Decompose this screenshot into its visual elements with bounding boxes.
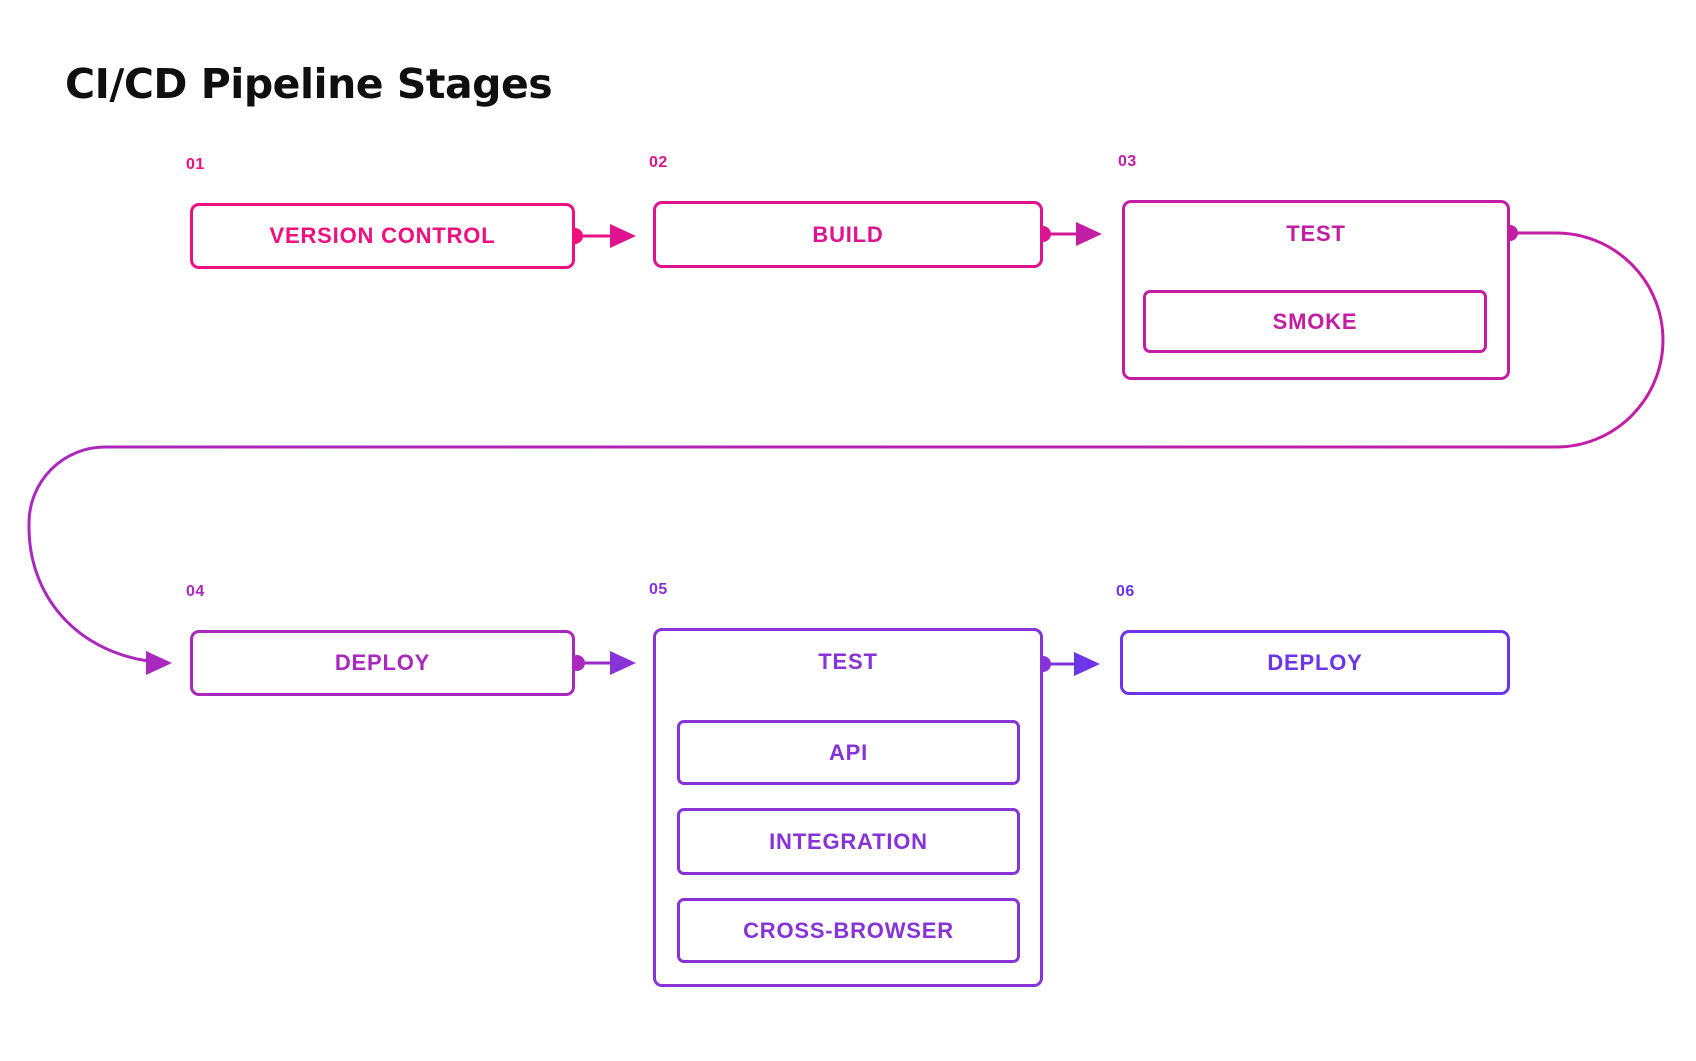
- stage-label: TEST: [818, 649, 878, 674]
- connector-04-05: [569, 651, 636, 675]
- stage-number: 06: [1116, 583, 1135, 600]
- stage-box-test-2: TEST API INTEGRATION CROSS-BROWSER: [653, 628, 1043, 987]
- stage-header: TEST: [656, 631, 1040, 693]
- stage-group-04: 04 DEPLOY: [186, 583, 575, 696]
- stage-number: 02: [649, 154, 668, 171]
- stage-label: DEPLOY: [1267, 649, 1363, 675]
- child-box-integration: INTEGRATION: [677, 808, 1020, 875]
- child-box-api: API: [677, 720, 1020, 785]
- stage-box-test-1: TEST SMOKE: [1122, 200, 1510, 380]
- stage-group-01: 01 VERSION CONTROL: [186, 156, 575, 269]
- stage-label: TEST: [1286, 221, 1346, 246]
- child-box-smoke: SMOKE: [1143, 290, 1487, 353]
- connector-01-02: [567, 224, 636, 248]
- connector-05-06: [1035, 652, 1100, 676]
- stage-number: 01: [186, 156, 205, 173]
- arrowhead-icon: [146, 651, 172, 675]
- arrowhead-icon: [1074, 652, 1100, 676]
- child-box-cross-browser: CROSS-BROWSER: [677, 898, 1020, 963]
- stage-label: DEPLOY: [334, 650, 431, 675]
- stage-box-deploy-1: DEPLOY: [190, 630, 575, 696]
- stage-group-03: 03 TEST SMOKE: [1118, 153, 1510, 380]
- stage-number: 04: [186, 583, 205, 600]
- stage-label: VERSION CONTROL: [269, 223, 496, 248]
- arrowhead-icon: [1076, 222, 1102, 246]
- stage-group-06: 06 DEPLOY: [1116, 583, 1510, 695]
- stage-group-05: 05 TEST API INTEGRATION CROSS-BROWSER: [649, 581, 1043, 987]
- stage-number: 03: [1118, 153, 1137, 170]
- arrowhead-icon: [610, 224, 636, 248]
- stage-header: TEST: [1125, 203, 1507, 265]
- arrowhead-icon: [610, 651, 636, 675]
- stage-box-build: BUILD: [653, 201, 1043, 268]
- stage-label: BUILD: [812, 221, 884, 247]
- stage-group-02: 02 BUILD: [649, 154, 1043, 268]
- stage-number: 05: [649, 581, 668, 598]
- connector-02-03: [1035, 222, 1102, 246]
- diagram-title: CI/CD Pipeline Stages: [65, 60, 553, 108]
- stage-box-deploy-2: DEPLOY: [1120, 630, 1510, 695]
- stage-box-version-control: VERSION CONTROL: [190, 203, 575, 269]
